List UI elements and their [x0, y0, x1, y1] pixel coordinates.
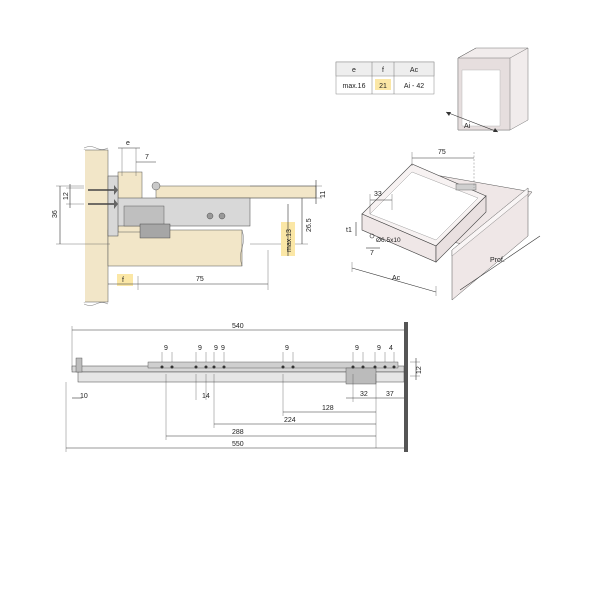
table-value-e: max.16 — [343, 83, 366, 90]
table-header-f: f — [382, 67, 384, 74]
iso-ac-label: Ac — [392, 275, 401, 282]
rail-view: 540 9 9 9 9 9 9 — [65, 322, 423, 452]
nine-label-7: 9 — [377, 345, 381, 352]
dim-11-label: 11 — [320, 191, 327, 198]
table-header-e: e — [352, 67, 356, 74]
nine-label-1: 9 — [164, 345, 168, 352]
dim-f-label: f — [122, 277, 124, 284]
rail-dim-4-label: 4 — [389, 345, 393, 352]
rail-dim-37-label: 37 — [386, 391, 394, 398]
rail-dim-14-label: 14 — [202, 393, 210, 400]
dim-max13-label: max.13 — [286, 229, 293, 252]
rail-dim-32-label: 32 — [360, 391, 368, 398]
table-highlight — [375, 79, 391, 90]
rail-dim-12-label: 12 — [416, 366, 423, 374]
side-section-view: e 7 12 36 11 26.5 max.13 f 75 — [52, 140, 327, 306]
rail-dim-128-label: 128 — [322, 405, 334, 412]
rail-dim-540-label: 540 — [232, 323, 244, 330]
iso-dim-t1-label: t1 — [346, 227, 352, 234]
cabinet-box-figure: Ai — [445, 47, 529, 133]
nine-label-3: 9 — [214, 345, 218, 352]
iso-hole-label: Ø6.5x10 — [376, 237, 401, 244]
table-header-ac: Ac — [410, 67, 419, 74]
spec-table: e f Ac max.16 21 Ai - 42 — [335, 61, 435, 95]
rail-dim-288-label: 288 — [232, 429, 244, 436]
table-value-f: 21 — [379, 83, 387, 90]
dim-7-label: 7 — [145, 154, 149, 161]
iso-dim-7-label: 7 — [370, 250, 374, 257]
iso-dim-75-label: 75 — [438, 149, 446, 156]
iso-dim-33-label: 33 — [374, 191, 382, 198]
rail-dim-10-label: 10 — [80, 393, 88, 400]
nine-label-5: 9 — [285, 345, 289, 352]
rail-nine-labels: 9 9 9 9 9 9 9 4 — [161, 345, 395, 362]
dim-36-label: 36 — [52, 210, 59, 218]
f-highlight — [117, 274, 133, 286]
rail-dim-550-label: 550 — [232, 441, 244, 448]
rail-holes — [160, 365, 396, 369]
box-ai-label: Ai — [464, 123, 471, 130]
dim-75-side-label: 75 — [196, 276, 204, 283]
dim-26-5-label: 26.5 — [306, 218, 313, 232]
iso-prof-label: Prof. — [490, 257, 505, 264]
nine-label-2: 9 — [198, 345, 202, 352]
isometric-drawer-view: 75 33 t1 Ø6.5x10 7 Ac Prof. — [346, 149, 541, 301]
rail-dim-224-label: 224 — [284, 417, 296, 424]
nine-label-6: 9 — [355, 345, 359, 352]
dim-12-label: 12 — [63, 192, 70, 200]
dim-e-label: e — [126, 140, 130, 147]
nine-label-4: 9 — [221, 345, 225, 352]
table-value-ac: Ai - 42 — [404, 83, 424, 90]
